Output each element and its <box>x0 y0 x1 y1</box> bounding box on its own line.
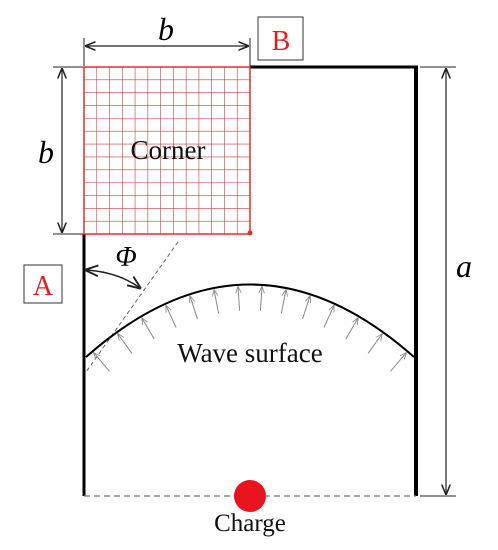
wave-normal-arrow <box>94 353 110 372</box>
charge-dot <box>234 480 266 512</box>
label-a: a <box>456 248 472 284</box>
label-b-left: b <box>38 134 54 170</box>
label-b-top: b <box>158 11 174 47</box>
wave-normal-arrow <box>166 306 177 328</box>
point-a-box <box>23 264 63 304</box>
point-b-box <box>257 16 304 61</box>
wave-surface-curve <box>85 283 415 358</box>
corner-grid <box>84 67 250 234</box>
wave-normal-arrow <box>238 287 240 311</box>
wave-normal-arrow <box>214 290 220 314</box>
phi-arc <box>86 270 140 288</box>
wave-normal-arrow <box>390 353 407 372</box>
wave-normal-arrow <box>260 287 262 311</box>
label-wave-surface: Wave surface <box>177 338 322 368</box>
wave-normal-arrow <box>280 290 286 314</box>
corner-point <box>247 230 253 236</box>
label-phi: Φ <box>115 242 136 273</box>
wave-normal-arrow <box>323 306 334 328</box>
wave-normal-arrow <box>367 334 382 354</box>
label-corner: Corner <box>131 135 206 165</box>
label-charge: Charge <box>214 510 286 537</box>
phi-ray <box>85 241 179 373</box>
wave-normal-arrow <box>118 334 133 354</box>
label-point-b: B <box>272 26 291 57</box>
corner-border <box>83 66 251 235</box>
wave-normal-arrow <box>345 318 358 340</box>
wave-normal-arrow <box>142 318 155 340</box>
wave-normal-arrow <box>190 296 198 320</box>
wave-normal-arrow <box>302 296 309 320</box>
label-point-a: A <box>33 271 54 302</box>
wave-arrows <box>94 287 407 372</box>
